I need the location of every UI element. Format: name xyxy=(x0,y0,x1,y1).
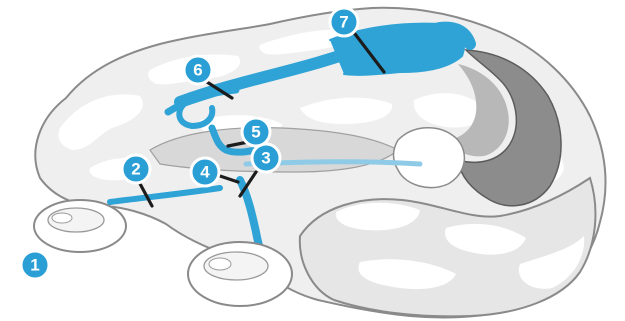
marker-5: 5 xyxy=(242,118,270,146)
marker-2: 2 xyxy=(122,155,150,183)
marker-7-label: 7 xyxy=(339,13,348,32)
marker-5-label: 5 xyxy=(251,123,260,142)
bulb-left xyxy=(34,200,126,252)
marker-2-label: 2 xyxy=(131,160,140,179)
marker-4-label: 4 xyxy=(200,163,210,182)
marker-3-label: 3 xyxy=(261,149,270,168)
marker-4: 4 xyxy=(191,158,219,186)
thalamus-bulb xyxy=(394,128,465,188)
marker-7: 7 xyxy=(330,8,358,36)
marker-1-label: 1 xyxy=(30,256,39,275)
marker-6-label: 6 xyxy=(193,61,202,80)
marker-1: 1 xyxy=(21,251,49,279)
marker-6: 6 xyxy=(184,56,212,84)
marker-3: 3 xyxy=(252,144,280,172)
bulb-lower xyxy=(188,242,292,306)
